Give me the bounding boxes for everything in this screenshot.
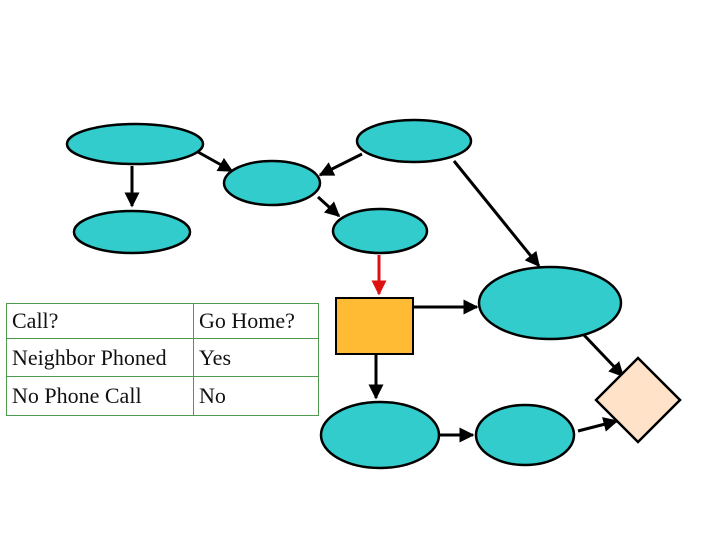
table-header-row: Call? Go Home?: [6, 303, 319, 339]
cell-condition: No Phone Call: [6, 376, 194, 416]
table-row: No Phone Call No: [6, 376, 319, 416]
cell-action: Yes: [193, 338, 319, 377]
header-cell-go-home: Go Home?: [193, 303, 319, 339]
policy-table: Call? Go Home? Neighbor Phoned Yes No Ph…: [6, 303, 319, 416]
edge-top-right-to-middle: [318, 152, 363, 177]
chance-node-middle[interactable]: [222, 159, 322, 207]
chance-node-right-small[interactable]: [331, 207, 429, 255]
chance-node-top-right[interactable]: [355, 118, 473, 164]
utility-node[interactable]: [594, 356, 682, 444]
edge-bottom-right-to-utility: [577, 417, 619, 433]
decision-node[interactable]: [335, 297, 414, 355]
chance-node-top-left[interactable]: [65, 122, 205, 166]
chance-node-bottom-right[interactable]: [474, 403, 576, 467]
cell-condition: Neighbor Phoned: [6, 338, 194, 377]
edge-top-left-to-middle: [197, 150, 234, 173]
cell-action: No: [193, 376, 319, 416]
header-cell-call: Call?: [6, 303, 194, 339]
chance-node-bottom-left[interactable]: [72, 209, 192, 255]
chance-node-large[interactable]: [477, 265, 623, 341]
edge-middle-to-right-small: [316, 195, 341, 218]
edge-large-to-utility: [581, 332, 625, 378]
table-row: Neighbor Phoned Yes: [6, 338, 319, 377]
edge-top-right-to-large: [452, 160, 541, 268]
chance-node-bottom[interactable]: [319, 400, 441, 470]
